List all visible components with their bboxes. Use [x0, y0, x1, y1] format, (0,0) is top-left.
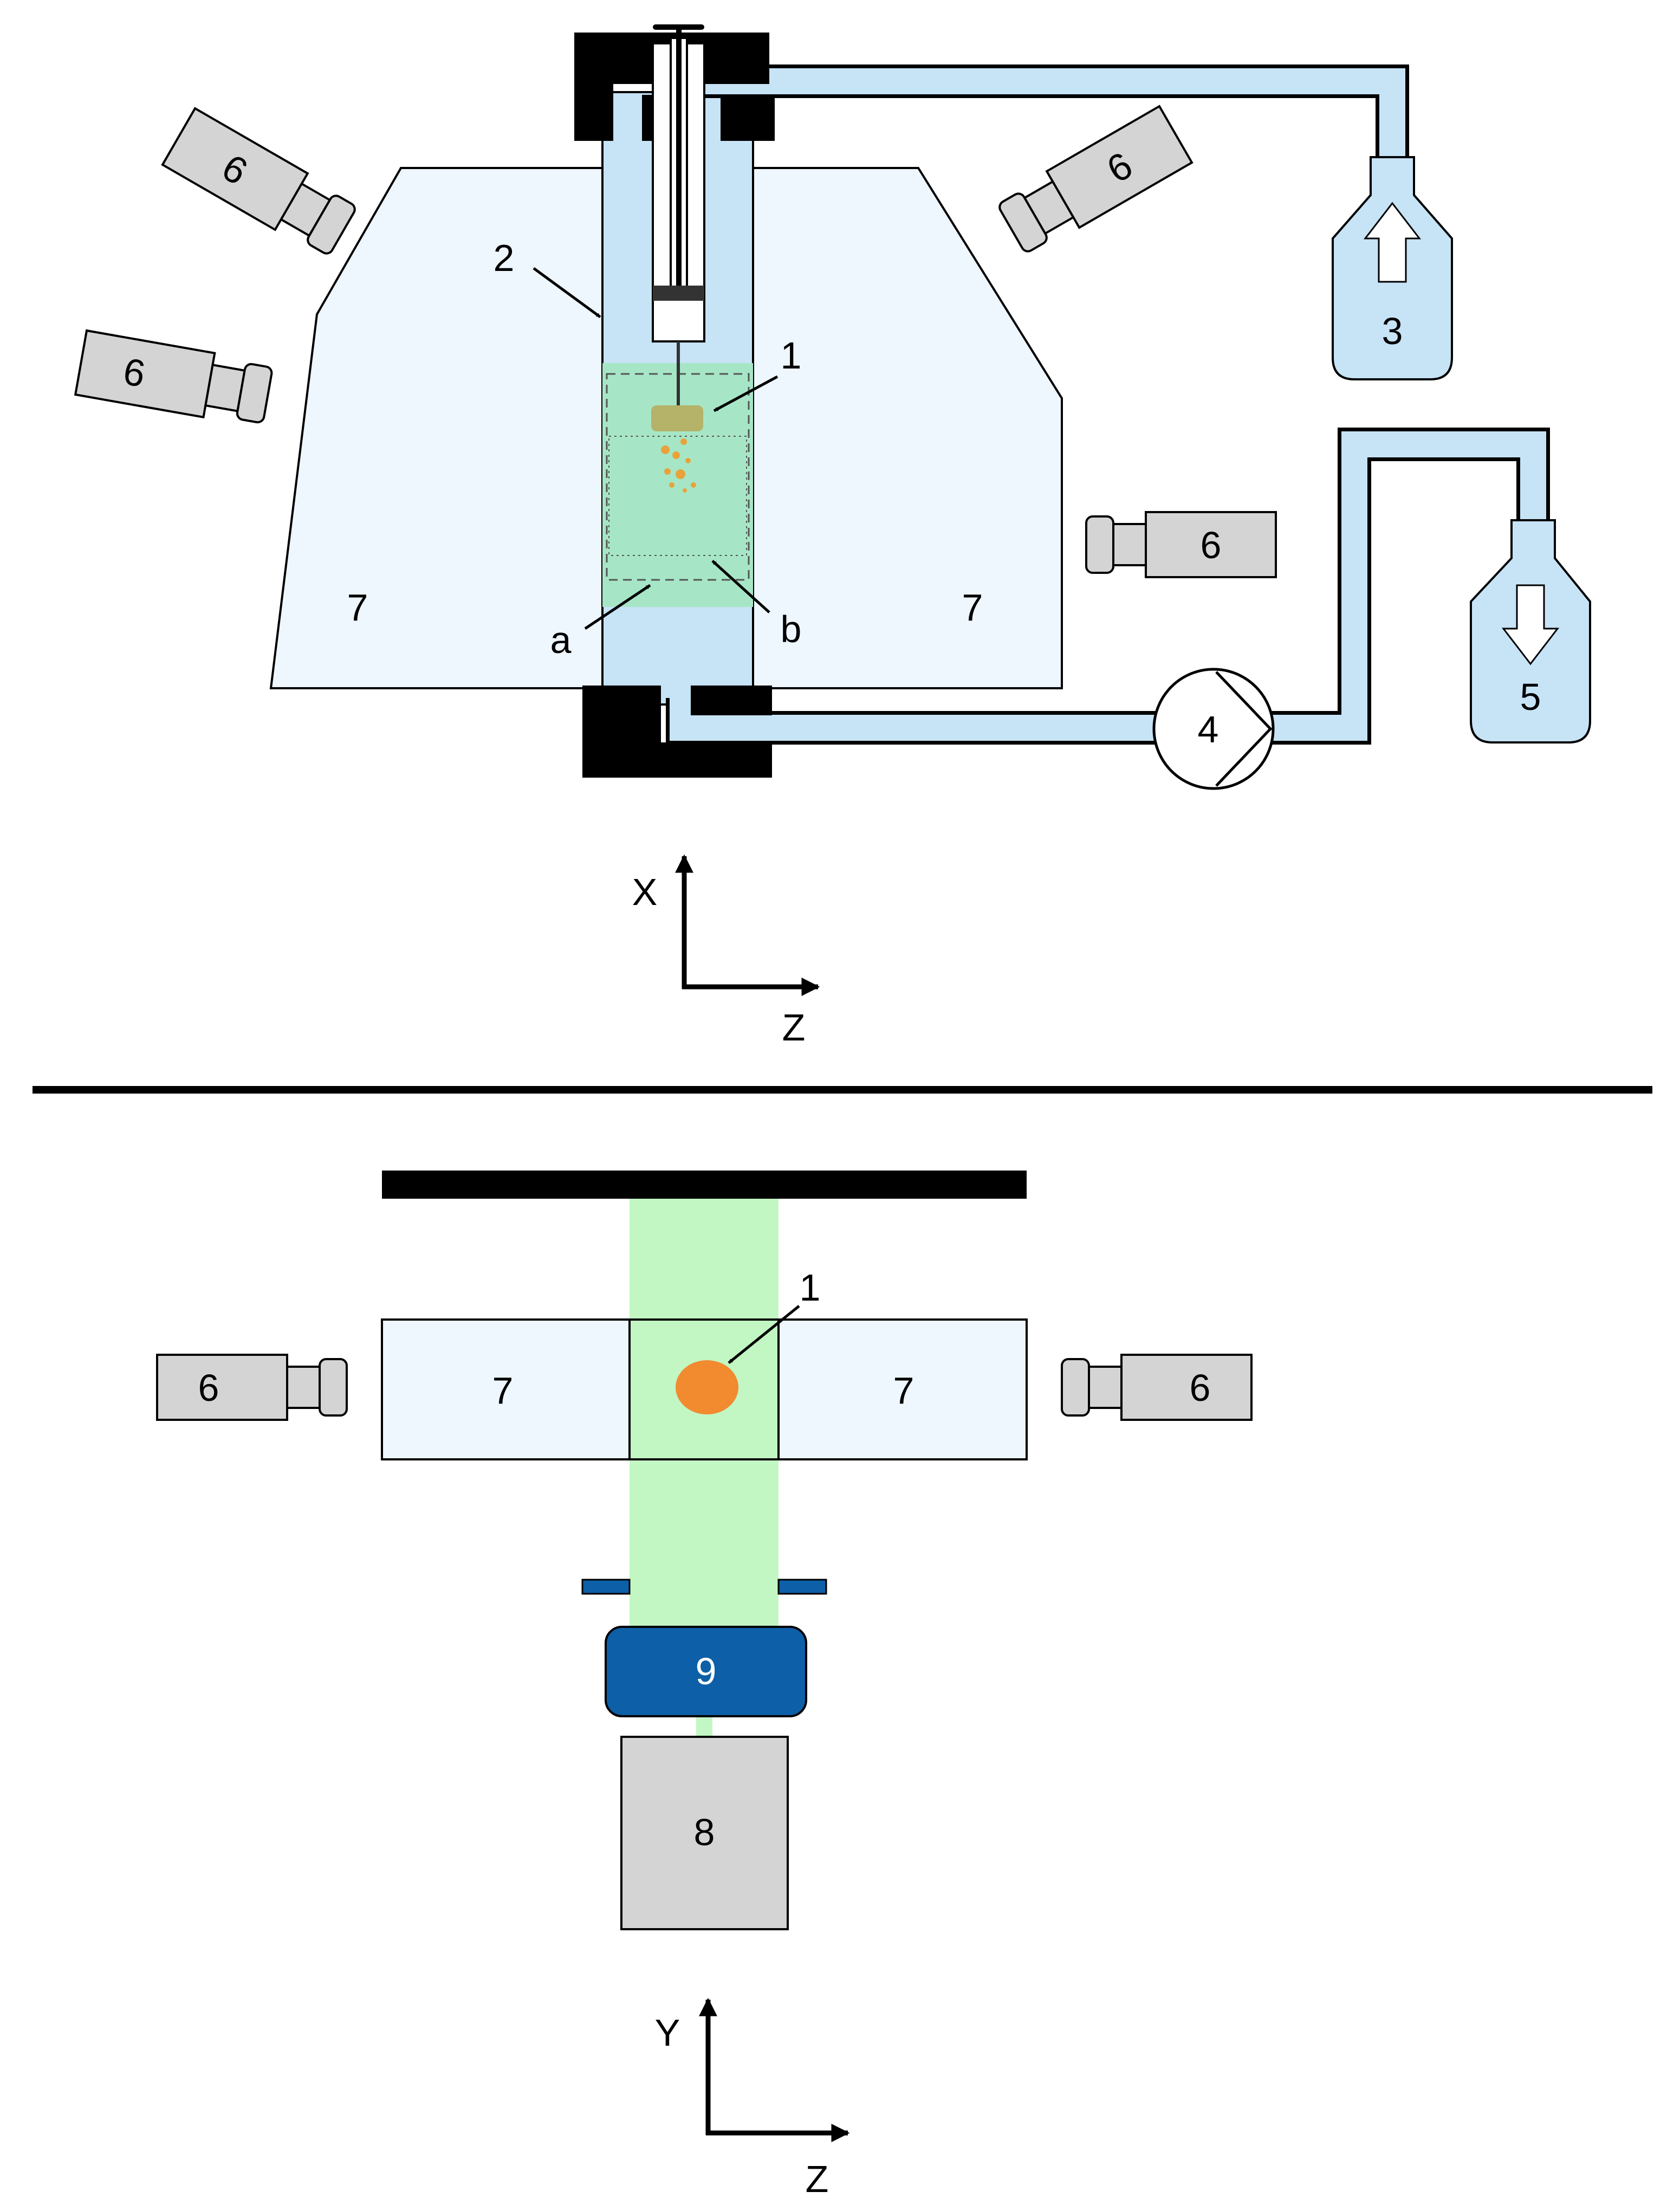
label-7-left: 7 — [492, 1369, 514, 1412]
sample-1-side — [676, 1360, 738, 1414]
camera-side-right: 6 — [1061, 1354, 1253, 1421]
label-1-side: 1 — [800, 1266, 821, 1309]
axis-label-x: X — [632, 871, 658, 913]
camera-mid-left: 6 — [74, 329, 275, 429]
svg-text:6: 6 — [1190, 1367, 1211, 1409]
inlet-reservoir: 3 — [1332, 156, 1453, 380]
label-a: a — [550, 619, 572, 661]
syringe — [652, 24, 705, 409]
camera-upper-left: 6 — [161, 107, 361, 261]
camera-upper-right: 6 — [994, 105, 1193, 258]
label-4: 4 — [1198, 708, 1219, 751]
prism-right — [777, 1318, 1028, 1460]
pointer-1-side — [728, 1305, 800, 1364]
flow-up-arrow-icon — [1363, 202, 1422, 283]
label-9: 9 — [696, 1650, 717, 1692]
label-1-top: 1 — [781, 334, 802, 377]
region-b-box — [608, 436, 747, 556]
slit-plate-right — [777, 1579, 827, 1595]
label-b: b — [781, 608, 802, 650]
light-source — [620, 1736, 789, 1930]
bottom-clamp — [582, 686, 772, 778]
axis-label-y: Y — [655, 2012, 680, 2054]
section-divider — [33, 1086, 1652, 1094]
pump-direction-icon — [1215, 671, 1273, 787]
top-view: 3 5 4 6 6 6 6 7 — [74, 24, 1591, 1049]
label-8: 8 — [694, 1811, 715, 1853]
slit-plate-left — [581, 1579, 631, 1595]
camera-side-left: 6 — [156, 1354, 348, 1421]
label-5: 5 — [1520, 676, 1541, 718]
stage-bar — [382, 1171, 1027, 1199]
side-view: 7 7 1 6 6 9 8 Y Z — [156, 1171, 1253, 2200]
label-2: 2 — [494, 237, 515, 279]
flow-down-arrow-icon — [1501, 584, 1560, 665]
svg-text:6: 6 — [1201, 524, 1222, 566]
pointer-2 — [533, 267, 601, 319]
pump: 4 — [1152, 668, 1275, 790]
sediment-particles — [661, 438, 696, 493]
sample-1-top — [651, 405, 703, 431]
camera-mid-right: 6 — [1085, 511, 1277, 578]
axes-xz: X Z — [632, 854, 820, 1049]
label-7-top-right: 7 — [962, 586, 983, 629]
pointer-1-top — [713, 375, 779, 412]
axes-yz: Y Z — [655, 1997, 850, 2200]
outlet-reservoir: 5 — [1470, 519, 1591, 744]
axis-label-z-top: Z — [782, 1006, 806, 1049]
inlet-tube — [704, 64, 1409, 179]
pointer-b — [711, 560, 770, 613]
pointer-a — [584, 584, 651, 630]
column-cross-section — [628, 1318, 780, 1460]
label-7-right: 7 — [893, 1369, 914, 1412]
label-3: 3 — [1382, 310, 1403, 352]
svg-text:6: 6 — [198, 1367, 219, 1409]
prism-left — [381, 1318, 631, 1460]
label-7-top-left: 7 — [347, 586, 368, 629]
axis-label-z-bottom: Z — [806, 2158, 829, 2200]
lens — [605, 1626, 807, 1717]
